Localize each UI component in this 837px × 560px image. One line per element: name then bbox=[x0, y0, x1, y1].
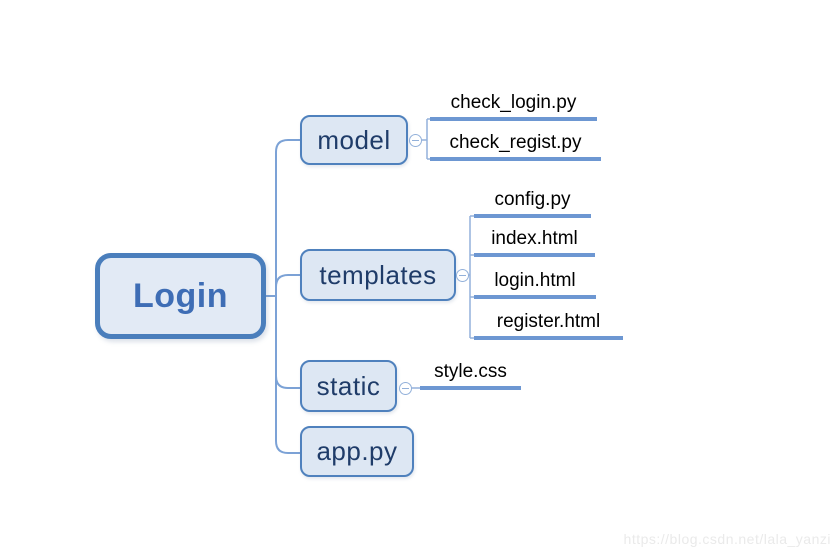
node-login[interactable]: Login bbox=[95, 253, 266, 339]
leaf-config-py[interactable]: config.py bbox=[474, 185, 591, 218]
trunk-connector bbox=[266, 139, 300, 454]
node-templates[interactable]: templates bbox=[300, 249, 456, 301]
node-app-py[interactable]: app.py bbox=[300, 426, 414, 477]
node-model-label: model bbox=[317, 124, 391, 155]
minus-icon bbox=[412, 139, 419, 142]
templates-collapse-toggle[interactable] bbox=[456, 269, 469, 282]
leaf-login-html[interactable]: login.html bbox=[474, 266, 596, 299]
static-collapse-toggle[interactable] bbox=[399, 382, 412, 395]
model-collapse-toggle[interactable] bbox=[409, 134, 422, 147]
minus-icon bbox=[402, 387, 409, 390]
node-login-label: Login bbox=[132, 276, 229, 315]
node-static[interactable]: static bbox=[300, 360, 397, 412]
leaf-register-html[interactable]: register.html bbox=[474, 307, 623, 340]
watermark-text: https://blog.csdn.net/lala_yanzi bbox=[623, 531, 831, 547]
leaf-index-html[interactable]: index.html bbox=[474, 224, 595, 257]
node-model[interactable]: model bbox=[300, 115, 408, 165]
leaf-check-login-py[interactable]: check_login.py bbox=[430, 88, 597, 121]
leaf-style-css[interactable]: style.css bbox=[420, 357, 521, 390]
node-app-py-label: app.py bbox=[316, 436, 398, 466]
minus-icon bbox=[459, 274, 466, 277]
node-templates-label: templates bbox=[319, 259, 437, 290]
leaf-check-regist-py[interactable]: check_regist.py bbox=[430, 128, 601, 161]
node-static-label: static bbox=[316, 370, 381, 401]
model-children-bracket bbox=[421, 118, 430, 160]
